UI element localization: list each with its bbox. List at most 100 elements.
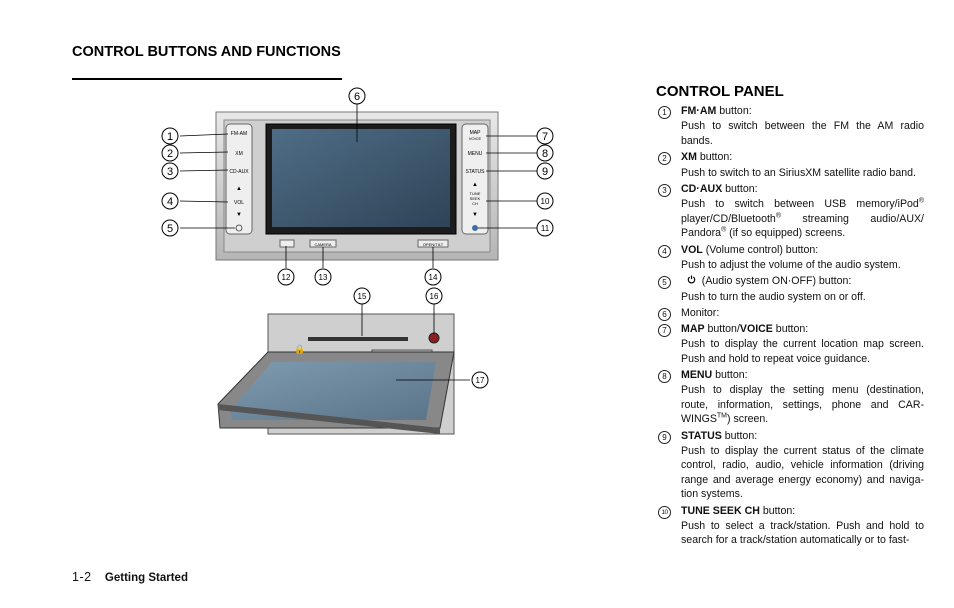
entry-2: 2 XM button: Push to switch to an SiriusXM… bbox=[656, 150, 924, 180]
callout-5: 5 bbox=[161, 219, 179, 237]
callout-3: 3 bbox=[161, 162, 179, 180]
chapter-name: Getting Started bbox=[104, 572, 188, 584]
entry-heading: TUNE SEEK CH button: bbox=[681, 504, 796, 517]
tune-seek-ch-button-label: TUNE bbox=[470, 191, 481, 196]
camera-button-label: CAMERA bbox=[314, 242, 331, 247]
entry-number: 2 bbox=[658, 152, 671, 166]
svg-text:13: 13 bbox=[319, 273, 328, 282]
svg-text:3: 3 bbox=[167, 166, 173, 178]
entry-heading: STATUS button: bbox=[681, 429, 758, 442]
fm-am-button-label: FM-AM bbox=[231, 131, 247, 137]
entry-description: Push to turn the audio system on or off. bbox=[681, 290, 866, 303]
entry-7: 7 MAP button/VOICE button: Push to display… bbox=[656, 322, 924, 366]
svg-text:15: 15 bbox=[358, 292, 367, 301]
entry-number: 3 bbox=[658, 184, 671, 198]
entry-8: 8 MENU button: Push to display the setting… bbox=[656, 368, 924, 427]
callout-14: 14 bbox=[424, 268, 442, 286]
section-title: CONTROL BUTTONS AND FUNCTIONS bbox=[72, 44, 341, 60]
entry-number: 9 bbox=[658, 430, 671, 444]
open-tilt-button-label: OPEN/TILT bbox=[423, 242, 444, 247]
entry-heading: VOL (Volume control) button: bbox=[681, 243, 819, 256]
svg-text:5: 5 bbox=[167, 223, 173, 235]
callout-12: 12 bbox=[277, 268, 295, 286]
svg-text:2: 2 bbox=[167, 148, 173, 160]
svg-text:14: 14 bbox=[429, 273, 438, 282]
callout-1: 1 bbox=[161, 127, 179, 145]
entry-number: 1 bbox=[658, 106, 671, 119]
svg-text:8: 8 bbox=[542, 148, 548, 160]
svg-text:CH: CH bbox=[472, 201, 478, 206]
callout-17: 17 bbox=[471, 371, 489, 389]
svg-text:4: 4 bbox=[167, 196, 173, 208]
entry-number: 4 bbox=[658, 244, 671, 258]
svg-text:10: 10 bbox=[541, 197, 550, 206]
entry-5: 5 (Audio system ON·OFF) button: Push to t… bbox=[656, 274, 924, 304]
entry-description: Push to adjust the volume of the audio s… bbox=[681, 259, 901, 272]
page-number: 1-2 bbox=[72, 570, 92, 584]
svg-text:7: 7 bbox=[542, 131, 548, 143]
entry-heading: Monitor: bbox=[681, 307, 720, 320]
callout-8: 8 bbox=[536, 144, 554, 162]
callout-15: 15 bbox=[353, 287, 371, 305]
entry-heading: (Audio system ON·OFF) button: bbox=[681, 274, 924, 288]
callout-7: 7 bbox=[536, 127, 554, 145]
svg-text:12: 12 bbox=[282, 273, 291, 282]
callout-11: 11 bbox=[536, 219, 554, 237]
svg-text:VOICE: VOICE bbox=[469, 136, 482, 141]
svg-text:▼: ▼ bbox=[236, 212, 242, 218]
entry-3: 3 CD·AUX button:Push to switch between US… bbox=[656, 182, 924, 241]
cd-aux-button-label: CD-AUX bbox=[229, 169, 249, 175]
entry-number: 6 bbox=[658, 308, 671, 322]
callout-9: 9 bbox=[536, 162, 554, 180]
entry-number: 7 bbox=[658, 323, 671, 337]
callout-2: 2 bbox=[161, 144, 179, 162]
svg-text:16: 16 bbox=[430, 292, 439, 301]
entry-description: Push to display the setting menu (destin… bbox=[681, 384, 924, 426]
entry-description: Push to switch between the FM the AM rad… bbox=[681, 120, 924, 147]
entry-number: 10 bbox=[658, 505, 671, 519]
control-panel-figure: FM-AM XM CD-AUX ▲ VOL ▼ MAP VOICE MENU S… bbox=[161, 87, 554, 435]
power-icon bbox=[235, 224, 243, 232]
entry-9: 9 STATUS button: Push to display the curre… bbox=[656, 429, 924, 502]
vol-button-label: VOL bbox=[234, 200, 244, 206]
callout-16: 16 bbox=[425, 287, 443, 305]
svg-text:▲: ▲ bbox=[236, 186, 242, 192]
callout-13: 13 bbox=[314, 268, 332, 286]
entry-description: Push to select a track/station. Push and… bbox=[681, 519, 924, 547]
entry-heading: CD·AUX button: bbox=[681, 183, 758, 196]
svg-text:11: 11 bbox=[541, 224, 550, 233]
svg-text:1: 1 bbox=[167, 131, 173, 143]
entry-heading: MENU button: bbox=[681, 368, 748, 381]
callout-10: 10 bbox=[536, 192, 554, 210]
status-button-label: STATUS bbox=[466, 169, 486, 175]
entry-number: 5 bbox=[658, 276, 671, 290]
entry-number: 8 bbox=[658, 369, 671, 383]
entry-heading: XM button: bbox=[681, 151, 733, 164]
callout-6: 6 bbox=[348, 87, 366, 105]
entry-heading: MAP button/VOICE button: bbox=[681, 322, 809, 335]
svg-text:9: 9 bbox=[542, 166, 548, 178]
callout-4: 4 bbox=[161, 192, 179, 210]
svg-text:▲: ▲ bbox=[472, 182, 478, 188]
menu-button-label: MENU bbox=[468, 151, 483, 157]
svg-text:🔒: 🔒 bbox=[294, 344, 305, 354]
entry-10: 10 TUNE SEEK CH button: Push to select a t… bbox=[656, 504, 924, 548]
svg-text:6: 6 bbox=[354, 91, 360, 103]
entry-description: Push to display the current status of th… bbox=[681, 444, 924, 501]
map-voice-button-label: MAP bbox=[470, 130, 482, 136]
xm-button-label: XM bbox=[235, 151, 243, 157]
svg-text:SEEK: SEEK bbox=[470, 196, 481, 201]
entry-description: Push to switch to an SiriusXM satellite … bbox=[681, 166, 916, 179]
panel-title: CONTROL PANEL bbox=[656, 83, 784, 100]
entry-6: 6 Monitor: bbox=[656, 306, 924, 322]
power-icon bbox=[681, 275, 699, 287]
svg-text:▼: ▼ bbox=[472, 212, 478, 218]
entry-description: Push to display the current location map… bbox=[681, 338, 924, 365]
entry-description: Push to switch between USB memory/iPod® … bbox=[681, 197, 924, 240]
entry-4: 4 VOL (Volume control) button: Push to adj… bbox=[656, 243, 924, 273]
svg-text:17: 17 bbox=[476, 376, 485, 385]
page-footer: 1-2 Getting Started bbox=[72, 570, 188, 584]
